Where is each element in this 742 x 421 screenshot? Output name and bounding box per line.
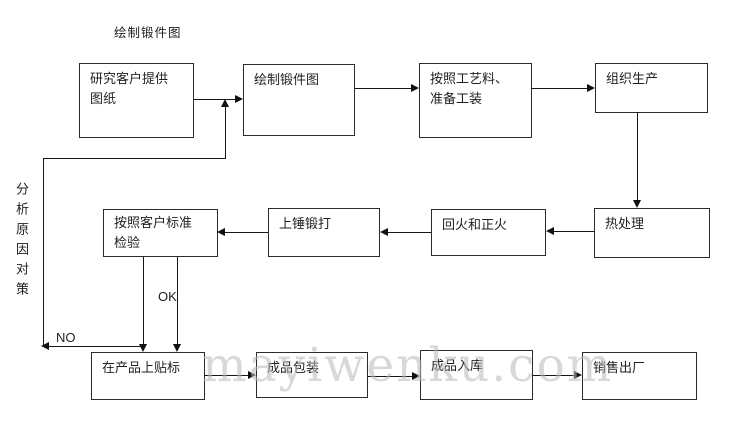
arrowhead-left-icon [217, 228, 225, 236]
arrowhead-right-icon [248, 371, 256, 379]
box-text-line: 成品包装 [267, 360, 320, 375]
flow-box-organize-production: 组织生产 [595, 63, 708, 113]
flow-box-prepare-process-tooling: 按照工艺料、 准备工装 [419, 63, 532, 138]
arrowhead-right-icon [235, 95, 243, 103]
box-text-line: 按照工艺料、 [430, 71, 509, 86]
arrowhead-down-icon [139, 344, 147, 352]
box-text-line: 回火和正火 [442, 217, 508, 232]
box-text-line: 在产品上贴标 [102, 360, 181, 375]
arrowhead-down-icon [633, 200, 641, 208]
flow-box-sales-shipment: 销售出厂 [582, 352, 697, 400]
box-text-line: 检验 [114, 235, 141, 251]
box-text-line: 组织生产 [606, 71, 659, 86]
box-text-line: 准备工装 [430, 91, 483, 107]
connector-heat-to-tempering [554, 231, 594, 232]
flow-box-hammer-forging: 上锤锻打 [268, 208, 380, 257]
arrowhead-up-icon [221, 99, 229, 107]
box-text-line: 研究客户提供 [90, 71, 169, 86]
connector-tempering-to-hammer [388, 232, 431, 233]
connector-organize-to-heat [637, 112, 638, 200]
flow-box-heat-treatment: 热处理 [594, 208, 710, 258]
flow-box-finished-packaging: 成品包装 [256, 352, 368, 398]
flow-box-tempering-normalizing: 回火和正火 [431, 209, 546, 256]
no-branch-label: NO [56, 330, 76, 345]
flow-box-draw-forging-diagram: 绘制锻件图 [243, 64, 355, 136]
box-text-line: 销售出厂 [593, 360, 646, 375]
connector-no-branch [49, 346, 143, 347]
feedback-path-label: 分析原因对策 [14, 182, 29, 302]
connector-study-to-draw [193, 99, 235, 100]
box-text-line: 热处理 [605, 216, 645, 231]
connector-packaging-to-warehousing [368, 376, 412, 377]
connector-draw-to-prepare [355, 88, 411, 89]
arrowhead-down-icon [173, 344, 181, 352]
arrowhead-right-icon [587, 84, 595, 92]
connector-warehousing-to-sales [533, 375, 574, 376]
feedback-line-return [225, 107, 226, 158]
connector-inspection-ok-to-label [177, 257, 178, 344]
flow-box-customer-standard-inspection: 按照客户标准 检验 [103, 209, 218, 257]
arrowhead-right-icon [411, 84, 419, 92]
box-text-line: 成品入库 [431, 358, 484, 373]
flow-box-finished-warehousing: 成品入库 [420, 350, 533, 400]
arrowhead-left-icon [41, 342, 49, 350]
flow-box-label-product: 在产品上贴标 [91, 352, 205, 400]
box-text-line: 上锤锻打 [279, 216, 332, 231]
connector-hammer-to-inspection [225, 232, 268, 233]
box-text-line: 图纸 [90, 91, 117, 107]
box-text-line: 绘制锻件图 [254, 72, 320, 87]
ok-branch-label: OK [158, 289, 177, 304]
arrowhead-left-icon [380, 228, 388, 236]
flow-box-study-customer-drawings: 研究客户提供 图纸 [79, 63, 194, 138]
arrowhead-right-icon [412, 372, 420, 380]
arrowhead-left-icon [546, 227, 554, 235]
chart-title: 绘制锻件图 [114, 26, 182, 40]
feedback-line-vertical [43, 158, 44, 347]
connector-prepare-to-organize [531, 88, 587, 89]
arrowhead-right-icon [574, 371, 582, 379]
connector-label-to-packaging [205, 375, 248, 376]
connector-inspection-to-label-left [143, 257, 144, 344]
feedback-line-horizontal [43, 158, 226, 159]
box-text-line: 按照客户标准 [114, 215, 193, 230]
